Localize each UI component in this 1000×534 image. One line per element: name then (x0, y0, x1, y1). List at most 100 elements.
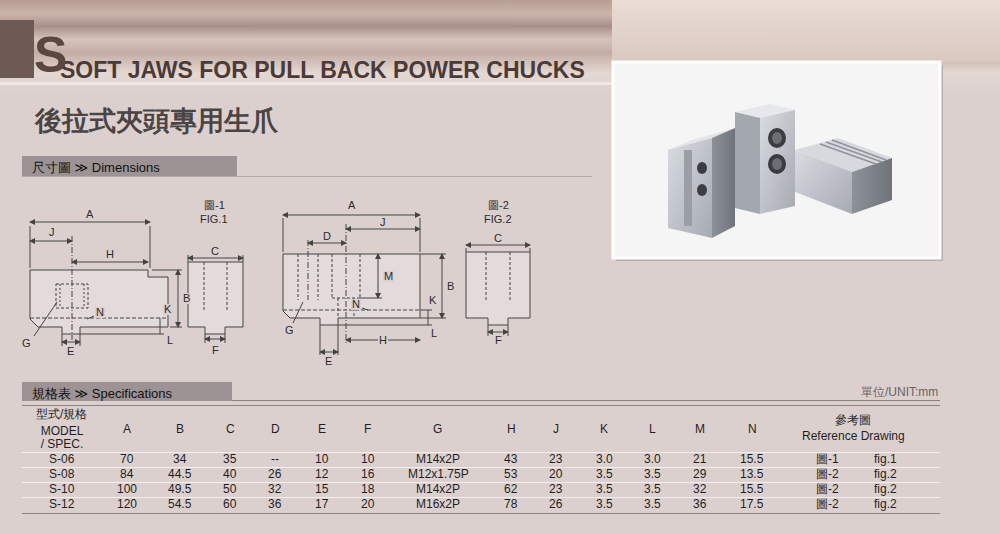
dimension-letter: E (66, 346, 75, 357)
table-cell: 23 (549, 453, 562, 467)
table-cell: S-10 (49, 483, 74, 497)
dimension-letter: A (347, 200, 356, 211)
figure-label: 圖-1 (203, 200, 226, 211)
table-cell: 53 (504, 468, 517, 482)
table-cell: 20 (549, 468, 562, 482)
table-header: H (507, 423, 516, 437)
table-cell: 3.5 (596, 483, 613, 497)
dimension-letter: A (85, 209, 94, 220)
table-cell: 17 (315, 498, 328, 512)
table-cell: 12 (315, 468, 328, 482)
fig1-side-view (188, 255, 243, 343)
table-cell: 54.5 (168, 498, 191, 512)
table-header: E (318, 423, 326, 437)
initial-letter: S (34, 30, 67, 80)
table-cell: fig.1 (874, 453, 897, 467)
table-cell: 圖-2 (816, 468, 839, 482)
table-cell: S-06 (49, 453, 74, 467)
table-cell: 120 (117, 498, 137, 512)
banner-highlight (612, 0, 1000, 62)
dimension-letter: G (284, 325, 295, 336)
table-cell: M14x2P (416, 483, 460, 497)
figure-label: FIG.1 (199, 214, 229, 225)
table-cell: 3.5 (596, 468, 613, 482)
section-band: 規格表 ≫ Specifications (22, 382, 232, 401)
dimension-letter: J (48, 227, 56, 238)
table-cell: 15 (315, 483, 328, 497)
dimension-letter: K (163, 304, 172, 315)
table-cell: 100 (117, 483, 137, 497)
table-cell: S-12 (49, 498, 74, 512)
table-cell: M14x2P (416, 453, 460, 467)
table-header: 型式/規格 (36, 408, 87, 422)
fig1-front-view (30, 222, 182, 346)
table-header: 參考圖 (835, 414, 871, 428)
table-cell: 29 (693, 468, 706, 482)
table-header: MODEL / SPEC. (38, 425, 86, 451)
dimension-letter: H (378, 335, 388, 346)
table-cell: 62 (504, 483, 517, 497)
table-header: D (271, 423, 280, 437)
table-cell: 18 (361, 483, 374, 497)
page-title: SOFT JAWS FOR PULL BACK POWER CHUCKS (60, 57, 585, 83)
table-cell: 78 (504, 498, 517, 512)
section-band: 尺寸圖 ≫ Dimensions (22, 156, 237, 176)
table-cell: 10 (315, 453, 328, 467)
table-cell: 圖-2 (816, 483, 839, 497)
table-cell: M16x2P (416, 498, 460, 512)
dimension-letter: F (494, 335, 503, 346)
chinese-subtitle: 後拉式夾頭專用生爪 (35, 106, 278, 137)
dim-rule (22, 176, 592, 177)
table-cell: 圖-1 (816, 453, 839, 467)
table-header: J (553, 423, 559, 437)
product-photo (613, 62, 943, 261)
table-header: F (364, 423, 371, 437)
table-cell: 3.0 (644, 453, 661, 467)
dimension-letter: L (430, 328, 438, 339)
table-cell: 32 (693, 483, 706, 497)
dimension-letter: G (21, 338, 32, 349)
table-header: G (433, 423, 442, 437)
fig2-front-view (283, 215, 446, 355)
table-header: C (226, 423, 235, 437)
section-title: 尺寸圖 ≫ Dimensions (32, 160, 160, 175)
dimension-letter: E (324, 356, 333, 367)
table-cell: fig.2 (874, 468, 897, 482)
table-cell: 26 (268, 468, 281, 482)
table-cell: 49.5 (168, 483, 191, 497)
table-cell: 23 (549, 483, 562, 497)
table-header: L (649, 423, 656, 437)
table-cell: 3.5 (596, 498, 613, 512)
table-cell: 圖-2 (816, 498, 839, 512)
dimension-letter: C (493, 233, 503, 244)
table-cell: 3.5 (644, 498, 661, 512)
table-cell: 36 (268, 498, 281, 512)
fig2-side-view (466, 245, 530, 336)
figure-label: FIG.2 (483, 214, 513, 225)
table-cell: 32 (268, 483, 281, 497)
table-cell: -- (271, 453, 279, 467)
table-cell: S-08 (49, 468, 74, 482)
table-cell: 10 (361, 453, 374, 467)
table-rules (22, 406, 940, 514)
banner-block (0, 20, 34, 78)
table-cell: 35 (223, 453, 236, 467)
table-cell: 50 (223, 483, 236, 497)
table-header: A (123, 423, 131, 437)
table-cell: 15.5 (740, 453, 763, 467)
table-cell: 40 (223, 468, 236, 482)
table-cell: 36 (693, 498, 706, 512)
table-cell: fig.2 (874, 483, 897, 497)
table-cell: 3.5 (644, 468, 661, 482)
table-cell: 17.5 (740, 498, 763, 512)
table-header: M (695, 423, 705, 437)
dimension-letter: B (446, 281, 455, 292)
dimension-letter: J (379, 217, 387, 228)
table-cell: 70 (120, 453, 133, 467)
table-cell: M12x1.75P (408, 468, 469, 482)
table-cell: 44.5 (168, 468, 191, 482)
figure-label: 圖-2 (487, 200, 510, 211)
table-cell: 3.0 (596, 453, 613, 467)
table-cell: 21 (693, 453, 706, 467)
dimension-letter: H (105, 249, 115, 260)
